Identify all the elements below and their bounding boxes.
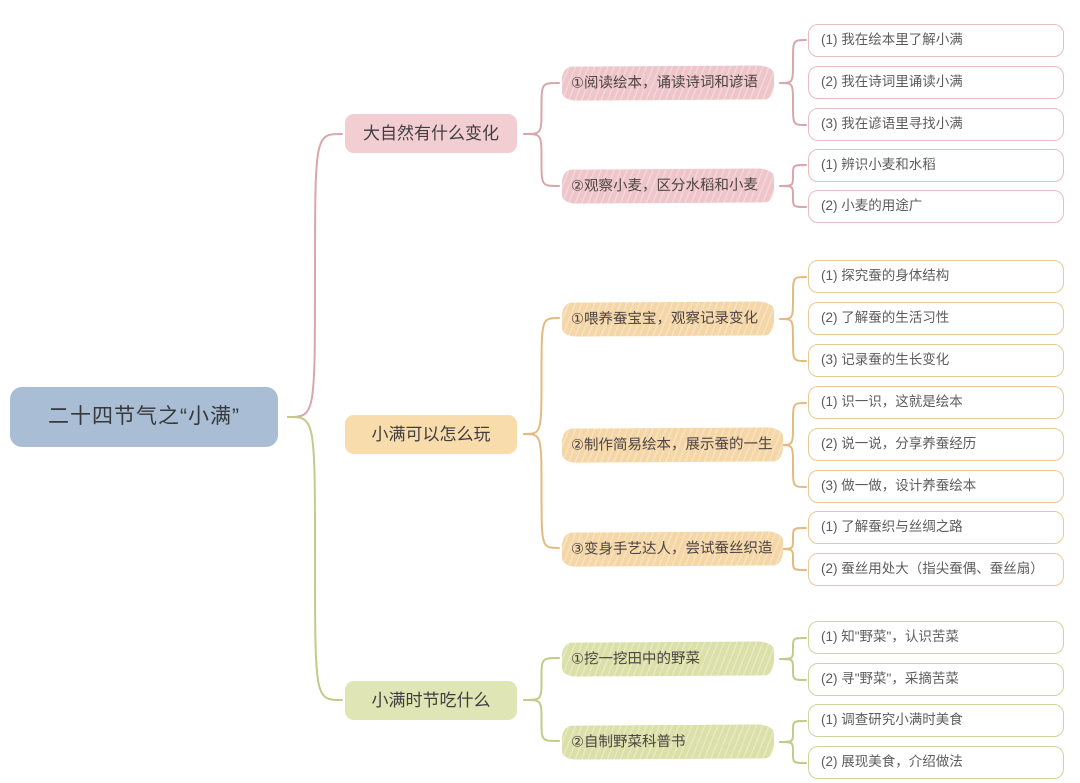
sub-branch-label: ②观察小麦，区分水稻和小麦 [570,177,759,195]
leaf-node[interactable]: (2) 说一说，分享养蚕经历 [808,428,1064,461]
branch-node-play[interactable]: 小满可以怎么玩 [345,415,517,454]
sub-branch-label: ①喂养蚕宝宝，观察记录变化 [570,310,759,328]
leaf-node[interactable]: (2) 我在诗词里诵读小满 [808,66,1064,99]
leaf-node[interactable]: (2) 寻"野菜"，采摘苦菜 [808,663,1064,696]
sub-branch-node-1-1[interactable]: ①阅读绘本，诵读诗词和谚语 [561,65,775,101]
leaf-node[interactable]: (1) 调查研究小满时美食 [808,704,1064,737]
sub-branch-label: ②自制野菜科普书 [570,733,686,751]
sub-branch-node-1-2[interactable]: ②观察小麦，区分水稻和小麦 [561,168,775,204]
sub-branch-label: ②制作简易绘本，展示蚕的一生 [570,436,773,454]
leaf-node[interactable]: (1) 我在绘本里了解小满 [808,24,1064,57]
sub-branch-label: ①挖一挖田中的野菜 [570,650,701,668]
leaf-node[interactable]: (2) 小麦的用途广 [808,190,1064,223]
root-node[interactable]: 二十四节气之“小满” [10,387,278,447]
leaf-node[interactable]: (3) 我在谚语里寻找小满 [808,108,1064,141]
branch-node-food[interactable]: 小满时节吃什么 [345,681,517,720]
leaf-node[interactable]: (1) 探究蚕的身体结构 [808,260,1064,293]
sub-branch-label: ③变身手艺达人，尝试蚕丝织造 [570,540,773,558]
sub-branch-label: ①阅读绘本，诵读诗词和谚语 [570,74,759,92]
sub-branch-node-3-2[interactable]: ②自制野菜科普书 [561,724,775,760]
branch-node-nature[interactable]: 大自然有什么变化 [345,114,517,153]
sub-branch-node-3-1[interactable]: ①挖一挖田中的野菜 [561,641,775,677]
sub-branch-node-2-2[interactable]: ②制作简易绘本，展示蚕的一生 [561,427,783,463]
sub-branch-node-2-3[interactable]: ③变身手艺达人，尝试蚕丝织造 [561,531,783,567]
leaf-node[interactable]: (2) 了解蚕的生活习性 [808,302,1064,335]
leaf-node[interactable]: (1) 知"野菜"，认识苦菜 [808,621,1064,654]
leaf-node[interactable]: (3) 记录蚕的生长变化 [808,344,1064,377]
leaf-node[interactable]: (1) 识一识，这就是绘本 [808,386,1064,419]
leaf-node[interactable]: (1) 了解蚕织与丝绸之路 [808,511,1064,544]
leaf-node[interactable]: (2) 展现美食，介绍做法 [808,746,1064,779]
leaf-node[interactable]: (1) 辨识小麦和水稻 [808,149,1064,182]
leaf-node[interactable]: (2) 蚕丝用处大（指尖蚕偶、蚕丝扇） [808,553,1064,586]
sub-branch-node-2-1[interactable]: ①喂养蚕宝宝，观察记录变化 [561,301,775,337]
leaf-node[interactable]: (3) 做一做，设计养蚕绘本 [808,470,1064,503]
